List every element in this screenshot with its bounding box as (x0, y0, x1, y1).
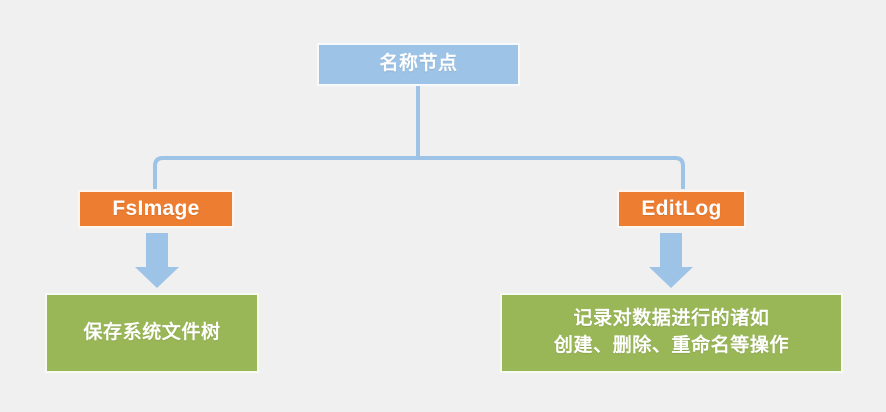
node-editlog-description-line-2: 创建、删除、重命名等操作 (553, 335, 790, 356)
node-name-node-label: 名称节点 (379, 53, 458, 75)
arrow-down-editlog (649, 233, 693, 288)
connector-branch-right (418, 156, 685, 189)
arrow-down-fsimage (135, 233, 179, 288)
node-fsimage[interactable]: FsImage (78, 190, 234, 228)
node-fsimage-label: FsImage (112, 196, 200, 220)
node-editlog-description-text: 记录对数据进行的诸如 创建、删除、重命名等操作 (554, 306, 789, 360)
connector-branch-left (153, 156, 418, 189)
node-fsimage-description[interactable]: 保存系统文件树 (45, 293, 259, 373)
node-fsimage-description-label: 保存系统文件树 (83, 321, 221, 343)
node-editlog-description[interactable]: 记录对数据进行的诸如 创建、删除、重命名等操作 (500, 293, 843, 373)
node-name-node[interactable]: 名称节点 (317, 43, 520, 86)
node-editlog[interactable]: EditLog (617, 190, 746, 228)
node-editlog-label: EditLog (641, 196, 722, 220)
node-editlog-description-line-1: 记录对数据进行的诸如 (573, 308, 770, 330)
